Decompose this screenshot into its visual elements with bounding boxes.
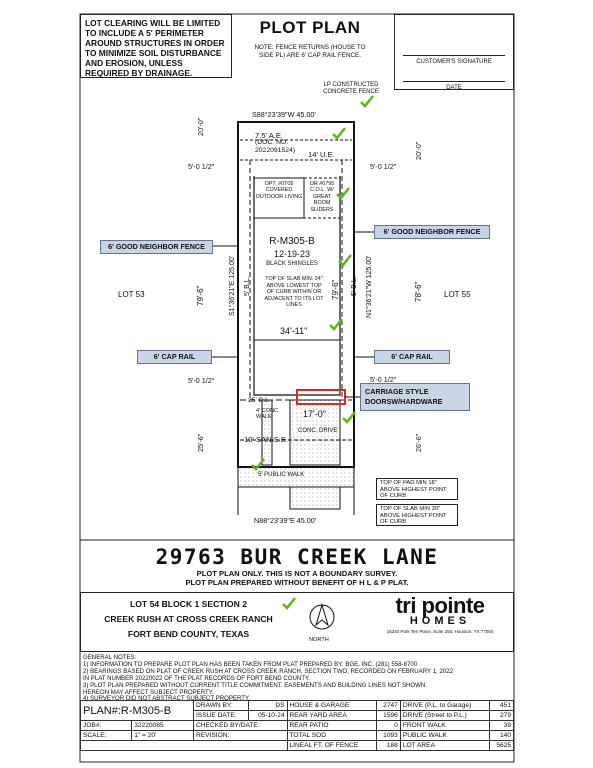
side-right-front: 5'-0 1/2" <box>370 375 397 384</box>
cap-rail-right: 6' CAP RAIL <box>374 350 450 364</box>
conc-walk: 4' CONC. WALK <box>256 408 280 421</box>
cap-rail-left: 6' CAP RAIL <box>137 350 212 364</box>
rear-setback-right: 20'-0" <box>414 141 423 160</box>
front-left: 25'-6" <box>196 433 205 452</box>
lp-fence-label: LP CONSTRUCTED CONCRETE FENCE <box>323 82 379 95</box>
check-marks <box>251 95 374 610</box>
front-walk <box>261 399 273 466</box>
opt-sliders: OR #0795 C.O.L. W/ GREAT ROOM SLIDERS <box>309 181 335 213</box>
top-bearing: S88°23'39"W 45.00' <box>252 110 316 119</box>
roof-label: BLACK SHINGLES <box>266 261 318 267</box>
driveway <box>289 399 341 466</box>
bl-right: 5' B.L. <box>351 276 358 296</box>
general-notes: GENERAL NOTES: 1) INFORMATION TO PREPARE… <box>83 654 453 703</box>
ae-label: 7.5' A.E. <box>255 131 284 140</box>
carriage-label: CARRIAGE STYLE DOORSW/HARDWARE <box>360 383 470 411</box>
doc-no: (DOC. NO. 2022091524) <box>255 139 296 154</box>
public-walk: 5' PUBLIC WALK <box>258 472 305 478</box>
ue-label: 14' U.E. <box>308 150 335 159</box>
page-frame <box>79 13 515 763</box>
slab-note-2: TOP OF SLAB MIN 30" ABOVE HIGHEST POINT … <box>376 504 458 526</box>
disclaimer: PLOT PLAN ONLY. THIS IS NOT A BOUNDARY S… <box>185 569 409 587</box>
opt-living: OPT. #0T05 COVERED OUTDOOR LIVING <box>255 181 303 200</box>
info-table: PLAN#:R-M305-B DRAWN BY:DS HOUSE & GARAG… <box>79 700 514 751</box>
brand-logo: tri pointe HOMES 16340 Park Ten Place, S… <box>386 593 494 634</box>
plan-name: R-M305-B <box>269 236 315 247</box>
side-right-rear: 5'-0 1/2" <box>370 162 397 171</box>
left-fence-label: 6' GOOD NEIGHBOR FENCE <box>100 240 213 254</box>
north-label: NORTH <box>309 637 329 643</box>
house-depth: 79'-6" <box>331 279 340 300</box>
lot-line-1: LOT 54 BLOCK 1 SECTION 2 <box>130 599 247 609</box>
bottom-bearing: N88°23'39"E 45.00' <box>254 516 317 525</box>
right-fence-label: 6' GOOD NEIGHBOR FENCE <box>374 225 490 239</box>
lot-left: LOT 53 <box>118 290 145 299</box>
lot-line-3: FORT BEND COUNTY, TEXAS <box>127 629 250 639</box>
side-left-rear: 5'-0 1/2" <box>188 162 215 171</box>
front-bl: 25' B.L. <box>248 397 271 404</box>
drive-width: 17'-0" <box>303 409 326 419</box>
signature-label: CUSTOMER'S SIGNATURE <box>416 59 492 65</box>
slab-note: TOP OF SLAB MIN. 24" ABOVE LOWEST TOP OF… <box>264 276 324 309</box>
rear-setback-left: 20'-0" <box>196 117 205 136</box>
page-title: PLOT PLAN <box>259 18 361 37</box>
date-label: DATE <box>446 85 462 91</box>
pad-note: TOP OF PAD MIN 18" ABOVE HIGHEST POINT O… <box>376 478 458 500</box>
north-arrow <box>315 603 329 627</box>
side-left-front: 5'-0 1/2" <box>188 376 215 385</box>
drive-apron <box>289 486 341 510</box>
san-se: 10' SAN.S.E. <box>244 435 289 444</box>
right-bearing: N1°36'21"W 125.00' <box>366 255 373 318</box>
depth-left: 79'-6" <box>196 285 205 306</box>
fence-note: NOTE: FENCE RETURNS (HOUSE TO SIDE PL) A… <box>254 44 366 59</box>
plan-date: 12-19-23 <box>273 249 311 259</box>
depth-right: 78'-6" <box>414 281 423 302</box>
house-width: 34'-11" <box>280 326 308 336</box>
bl-left: 5' B.L. <box>244 276 251 296</box>
front-right: 26'-6" <box>414 433 423 452</box>
lot-line-2: CREEK RUSH AT CROSS CREEK RANCH <box>104 614 273 624</box>
left-bearing: S1°36'21"E 125.00' <box>229 255 236 316</box>
lot-info-block: LOT 54 BLOCK 1 SECTION 2 CREEK RUSH AT C… <box>80 592 514 652</box>
lot-right: LOT 55 <box>444 290 471 299</box>
conc-drive: CONC. DRIVE <box>298 428 338 434</box>
address: 29763 BUR CREEK LANE <box>155 545 439 569</box>
